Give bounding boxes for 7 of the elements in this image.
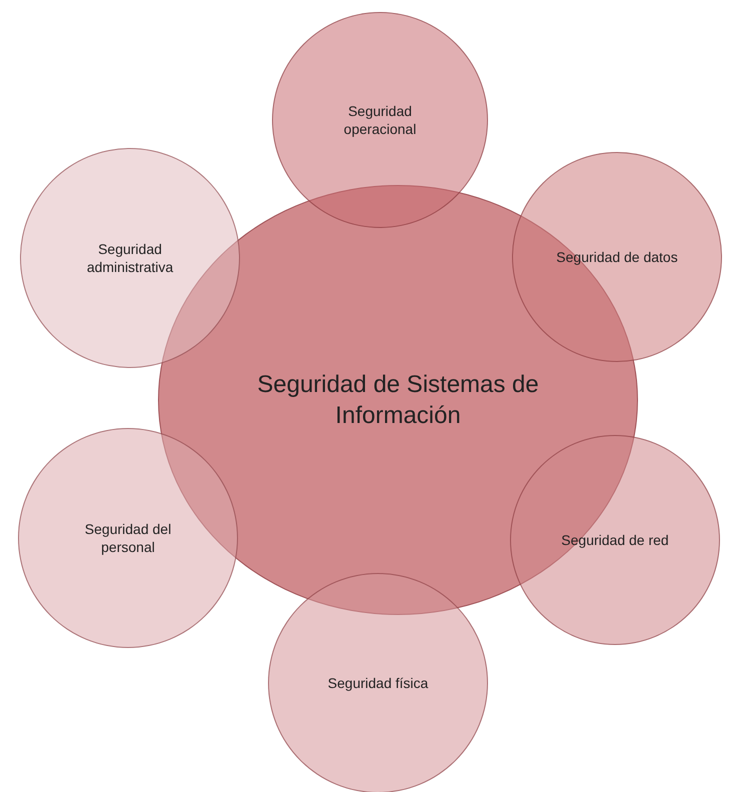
topic-label: Seguridad administrativa [86,240,174,276]
topic-label: Seguridad de datos [556,248,678,266]
topic-label: Seguridad operacional [342,102,418,138]
central-title: Seguridad de Sistemas de Información [256,370,540,431]
topic-label: Seguridad del personal [84,520,172,556]
topic-label: Seguridad de red [561,530,669,550]
topic-label: Seguridad física [328,674,428,692]
